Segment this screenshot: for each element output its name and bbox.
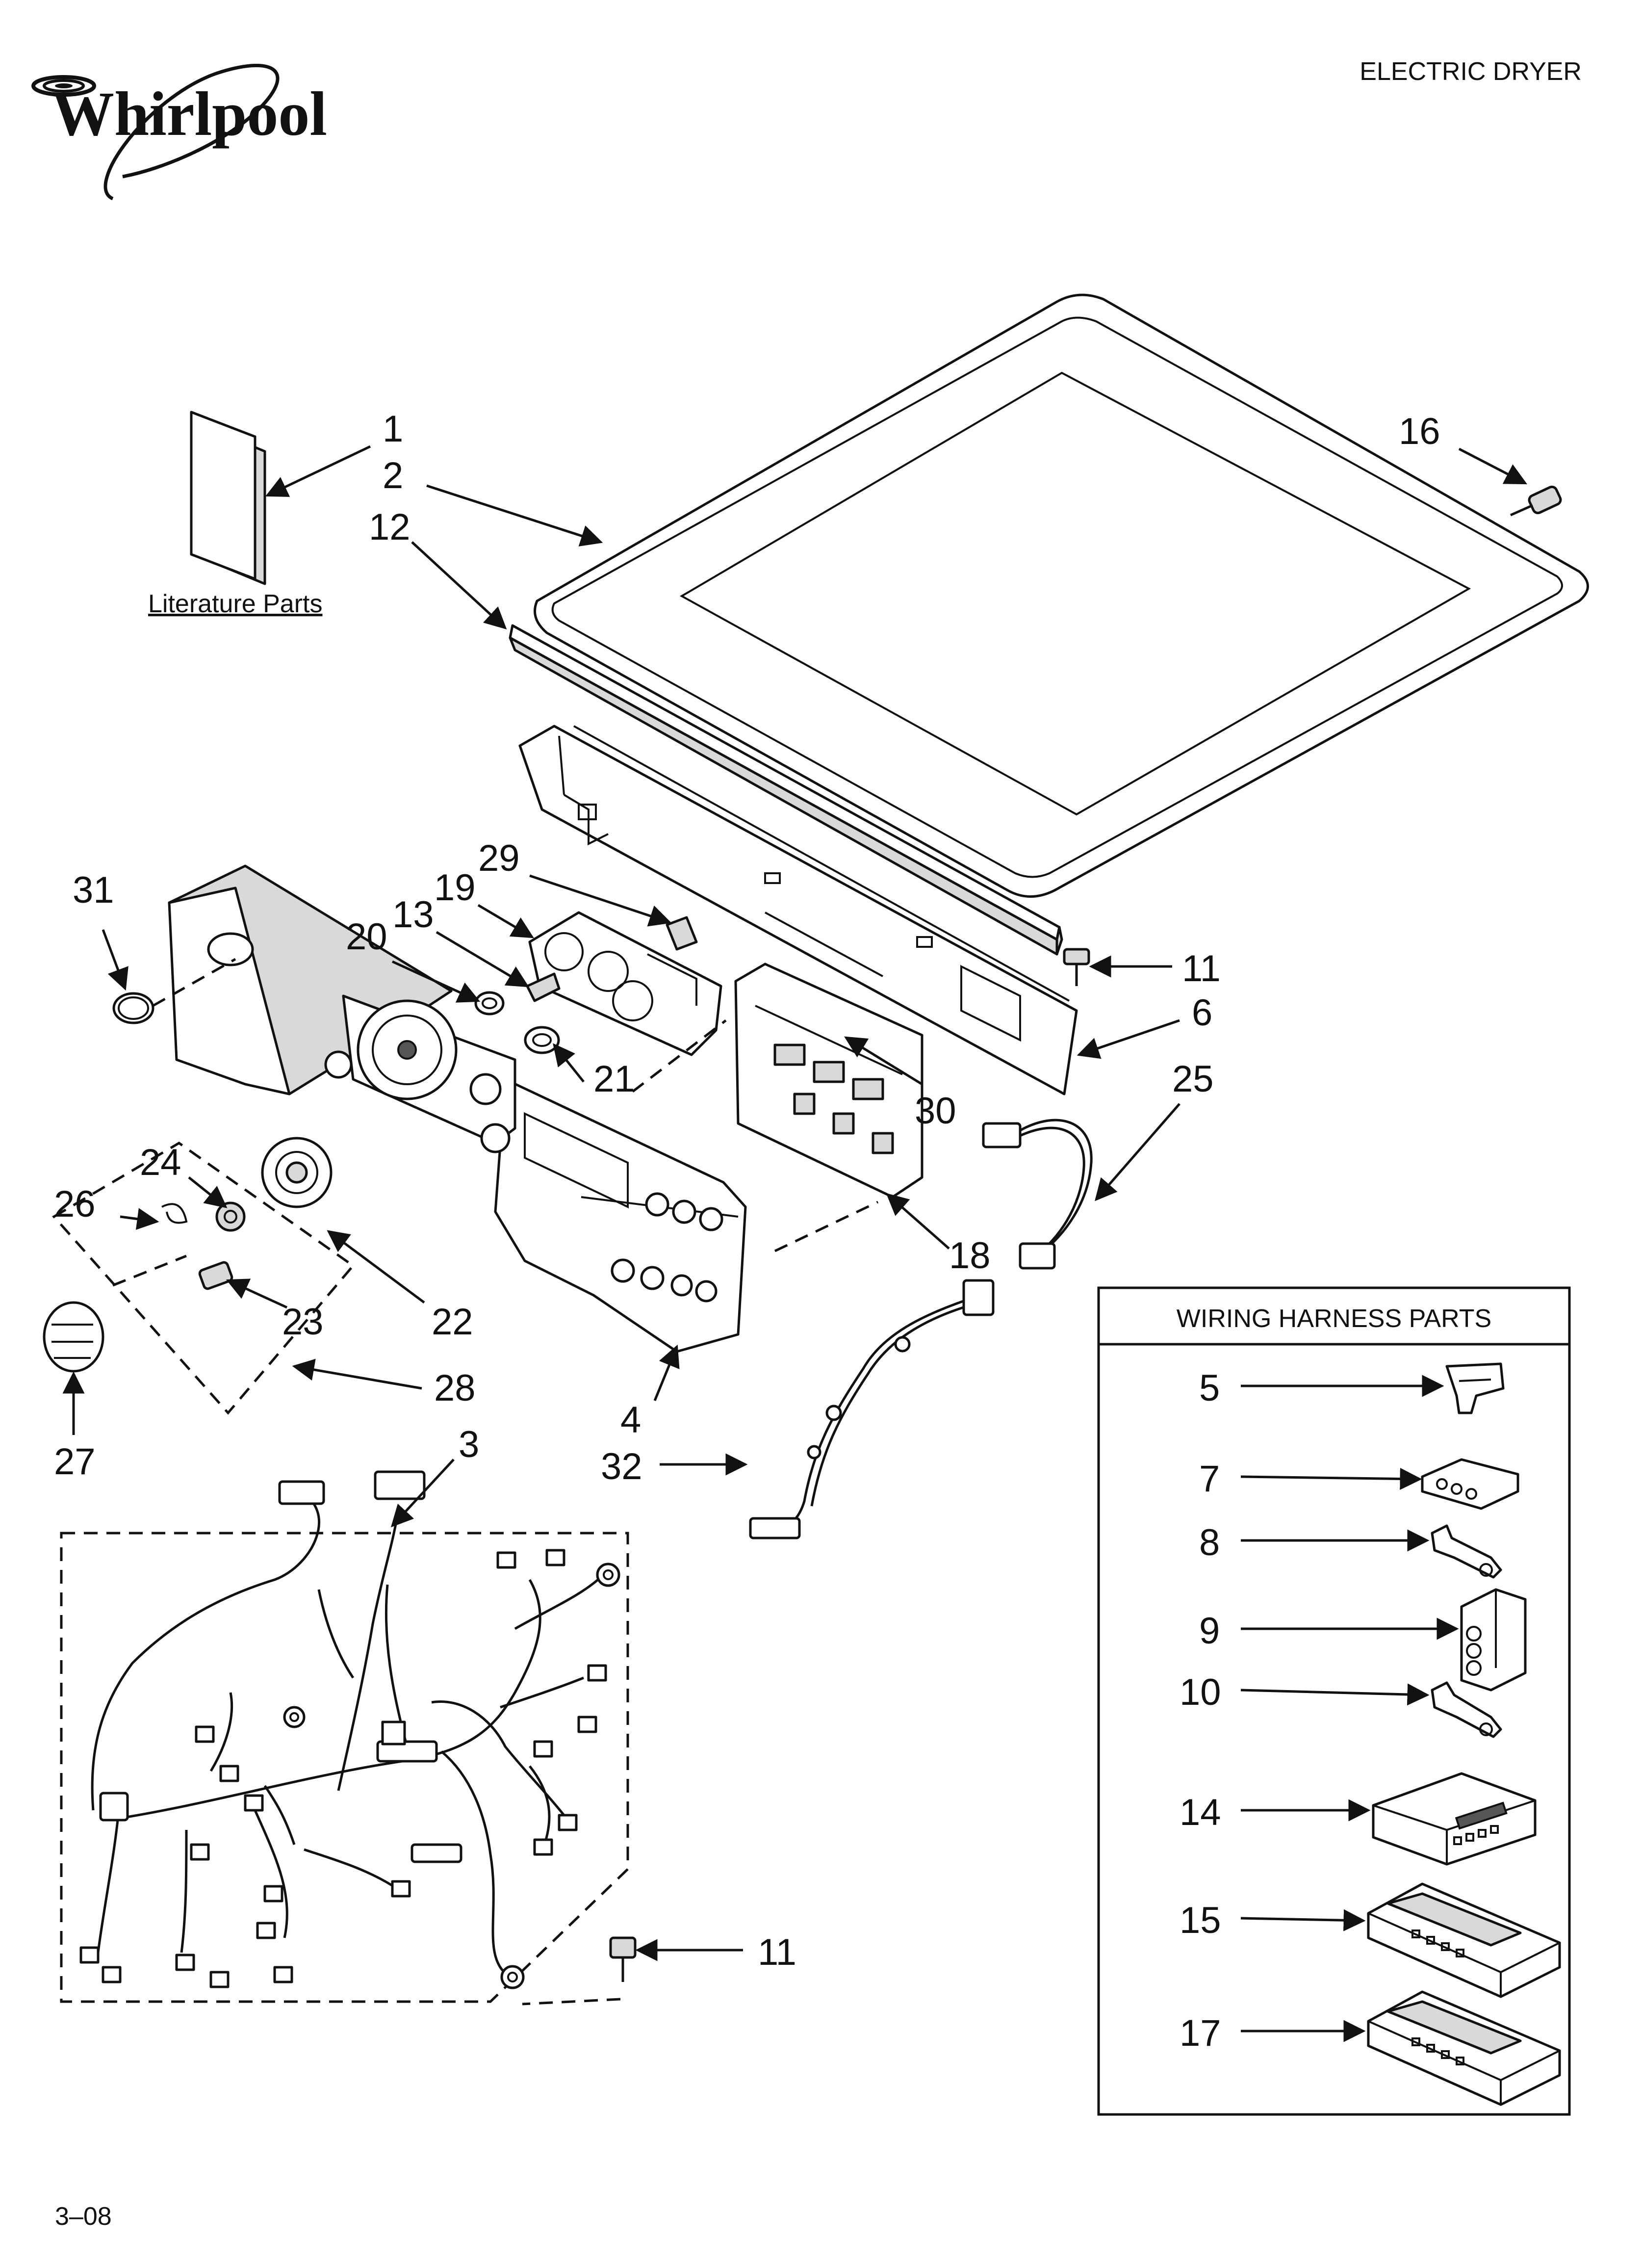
connector-b [374,1470,426,1500]
callout-18: 18 [949,1235,991,1277]
dashed-link-18 [774,1200,879,1252]
top-panel-part [534,293,1589,898]
callout-10: 10 [1180,1671,1221,1713]
leader-lines [62,445,1527,2042]
literature-label: Literature Parts [148,590,323,618]
callout-23: 23 [282,1301,324,1343]
callout-4: 4 [620,1399,641,1441]
callout-8: 8 [1199,1522,1220,1564]
callout-1: 1 [383,408,403,450]
clip-29-part [666,916,698,951]
connector-14-part [1372,1772,1537,1866]
connector-a [278,1480,325,1505]
connector-17-part [1367,1990,1561,2106]
harness-25-part [982,1119,1093,1270]
connector-7-part [1421,1458,1519,1510]
callout-17: 17 [1180,2012,1221,2054]
switch-20-part [474,991,505,1016]
callout-30: 30 [915,1090,956,1132]
callout-13: 13 [392,894,434,936]
encoder-24-part [215,1201,246,1232]
brand-wordmark: Whirlpool [51,79,327,149]
callout-27: 27 [54,1441,96,1483]
push-pin-5-part [1445,1362,1505,1414]
whirlpool-logo: Whirlpool [31,63,327,201]
callout-labels: 1 2 12 16 11 6 25 29 19 13 20 31 21 30 2… [54,408,1440,2054]
callout-29: 29 [478,837,520,879]
screw-16-part [1510,485,1562,517]
callout-14: 14 [1180,1792,1221,1833]
main-harness-3-outline [60,1532,629,2003]
lamp-13-part [526,972,561,1002]
knob-27-part [43,1301,104,1373]
connector-15-part [1367,1882,1561,1998]
console-frame-part [518,725,1078,1095]
callout-7: 7 [1199,1458,1220,1500]
switch-23-part [198,1261,233,1290]
literature-part: Literature Parts [148,411,323,618]
callout-31: 31 [73,869,114,911]
knob-assembly-22-part [261,1137,333,1208]
dashed-link-31 [152,958,236,1007]
control-console-part [168,864,747,1353]
callout-12: 12 [369,506,410,548]
callout-22: 22 [432,1301,473,1343]
callout-28: 28 [434,1367,476,1409]
callout-9: 9 [1199,1610,1220,1652]
connector-9-part [1460,1588,1527,1692]
knob-group-28-outline [52,1142,355,1415]
bezel-ring-31-part [112,992,154,1024]
callout-16: 16 [1399,411,1440,452]
harness-32-part [749,1279,995,1539]
page-code: 3–08 [55,2202,112,2231]
callout-15: 15 [1180,1900,1221,1941]
callout-21: 21 [593,1058,635,1100]
screw-11-lower-part [522,1936,637,2006]
spring-26-part [161,1203,188,1224]
control-board-part [734,963,924,1199]
terminal-10-part [1431,1681,1502,1738]
callout-32: 32 [601,1446,642,1487]
console-knob-grid [611,1192,723,1303]
callout-5: 5 [1199,1367,1220,1409]
dashed-link-21 [632,1019,727,1093]
main-harness-3-part [79,1470,620,1989]
callout-24: 24 [140,1142,181,1183]
callout-19: 19 [434,867,476,909]
wiring-harness-title: WIRING HARNESS PARTS [1177,1304,1491,1333]
terminal-8-part [1431,1524,1502,1579]
callout-2: 2 [383,455,403,496]
callout-26: 26 [54,1183,96,1225]
dashed-link-knob [112,1254,187,1287]
trim-strip-part [509,624,1063,956]
wiring-harness-parts-box: WIRING HARNESS PARTS [1097,1286,1571,2116]
ring-21-part [524,1026,560,1054]
screw-11-part [1063,948,1090,986]
callout-20: 20 [346,916,387,958]
callout-11: 11 [1182,948,1221,990]
callout-3: 3 [459,1424,479,1465]
product-type-label: ELECTRIC DRYER [1360,57,1582,86]
callout-6: 6 [1192,992,1212,1034]
callout-11-lower: 11 [758,1931,796,1973]
callout-25: 25 [1172,1058,1214,1100]
